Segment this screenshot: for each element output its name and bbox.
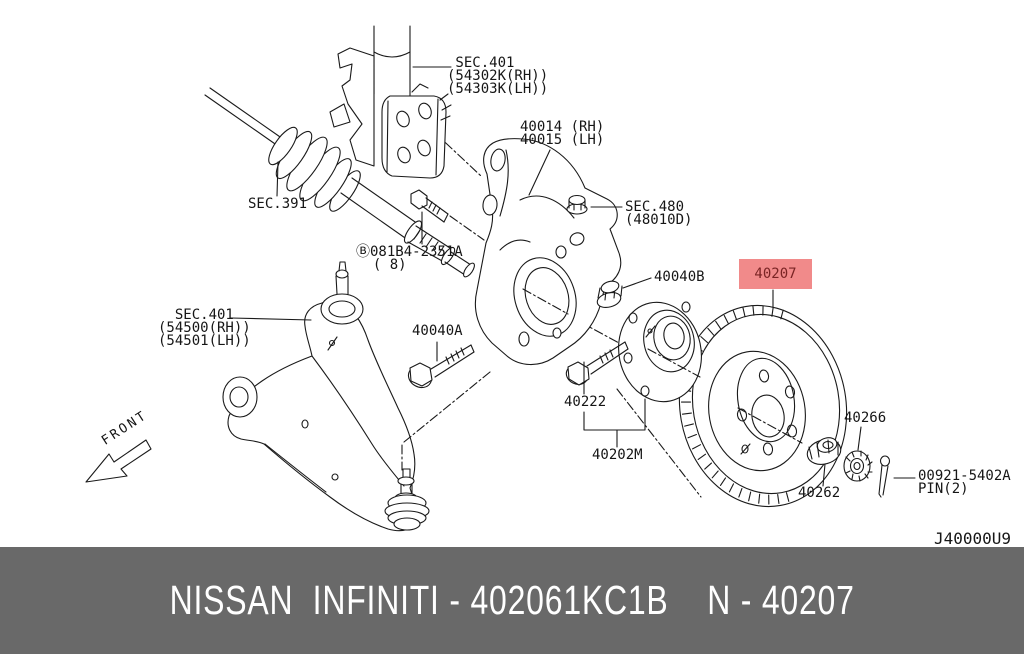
bolt-081b4-drawing [410, 189, 449, 223]
drawing-code: J40000U9 [934, 529, 1012, 548]
label-40222: 40222 [564, 394, 607, 410]
cotter-pin-drawing [878, 455, 891, 498]
label-081b4-2351a: Ⓑ081B4-2351A ( 8) [356, 244, 463, 273]
axis-through-hub [647, 348, 701, 378]
highlighted-part-40207[interactable]: 40207 [739, 259, 812, 289]
footer-part-reference: NISSAN INFINITI - 402061KC1B N - 40207 [169, 577, 855, 623]
label-40014-40015: 40014 (RH) 40015 (LH) [520, 119, 605, 148]
knuckle-drawing [474, 138, 622, 366]
front-arrow-icon [85, 439, 152, 483]
label-40262: 40262 [798, 485, 841, 501]
ball-joint-axis [401, 371, 491, 471]
label-sec391: SEC.391 [248, 196, 308, 212]
label-40266: 40266 [844, 410, 887, 426]
rotor-mount-axis [616, 388, 702, 498]
control-arm-drawing [222, 261, 430, 532]
bolt-40040a-drawing [407, 344, 475, 389]
footer-bar: NISSAN INFINITI - 402061KC1B N - 40207 [0, 547, 1024, 654]
label-40202m: 40202M [592, 447, 643, 463]
nut-40262-drawing [806, 437, 842, 465]
label-40040a: 40040A [412, 323, 463, 339]
hub-assembly-drawing [618, 301, 702, 403]
locknut-40266-drawing [843, 450, 873, 482]
label-sec480: SEC.480 (48010D) [625, 199, 693, 228]
axis-through-knuckle [522, 288, 569, 315]
nut-sec480-drawing [566, 194, 588, 215]
exploded-parts-diagram: SEC.401 (54302K(RH)) (54303K(LH)) 40014 … [85, 25, 1012, 548]
diagram-line-art [85, 25, 916, 532]
label-sec401-arm: SEC.401 (54500(RH)) (54501(LH)) [158, 307, 251, 349]
strut-drawing [329, 25, 452, 179]
label-00921-5402a: 00921-5402A PIN(2) [918, 468, 1011, 497]
axis-through-rotor [737, 407, 803, 444]
nut-40040b-drawing [596, 280, 623, 308]
label-40040b: 40040B [654, 269, 705, 285]
brake-rotor-drawing [678, 304, 848, 508]
label-sec401-strut: SEC.401 (54302K(RH)) (54303K(LH)) [447, 55, 549, 97]
leader-lines [230, 66, 916, 487]
